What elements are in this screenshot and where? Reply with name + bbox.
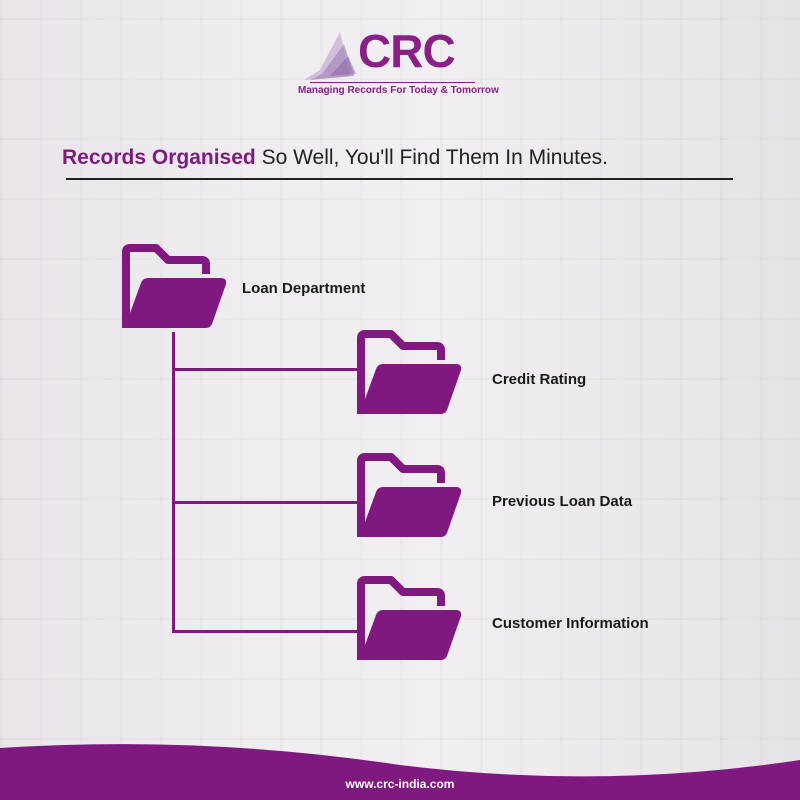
tagline: Managing Records For Today & Tomorrow [298,85,499,96]
folder-label-credit-rating[interactable]: Credit Rating [492,371,587,388]
headline-rest: So Well, You'll Find Them In Minutes. [255,146,608,169]
tree-trunk-line [172,332,175,632]
folder-label-previous-loan-data[interactable]: Previous Loan Data [492,493,633,510]
headline-highlight: Records Organised [62,146,256,169]
folder-icon[interactable] [355,453,463,543]
headline-underline [66,178,733,180]
folder-icon[interactable] [120,244,228,334]
wing-icon [304,32,356,80]
folder-icon[interactable] [355,330,463,420]
tree-branch-line [172,501,358,504]
folder-label-customer-information[interactable]: Customer Information [492,615,649,632]
tree-branch-line [172,368,358,371]
folder-label-loan-department[interactable]: Loan Department [242,280,366,297]
website-link[interactable]: www.crc-india.com [345,777,455,791]
tree-branch-line [172,630,358,633]
headline: Records Organised So Well, You'll Find T… [62,146,608,170]
crc-logo: CRC Managing Records For Today & Tomorro… [298,25,499,96]
folder-icon[interactable] [355,576,463,666]
logo-divider [310,82,475,83]
footer-wave [0,744,800,800]
